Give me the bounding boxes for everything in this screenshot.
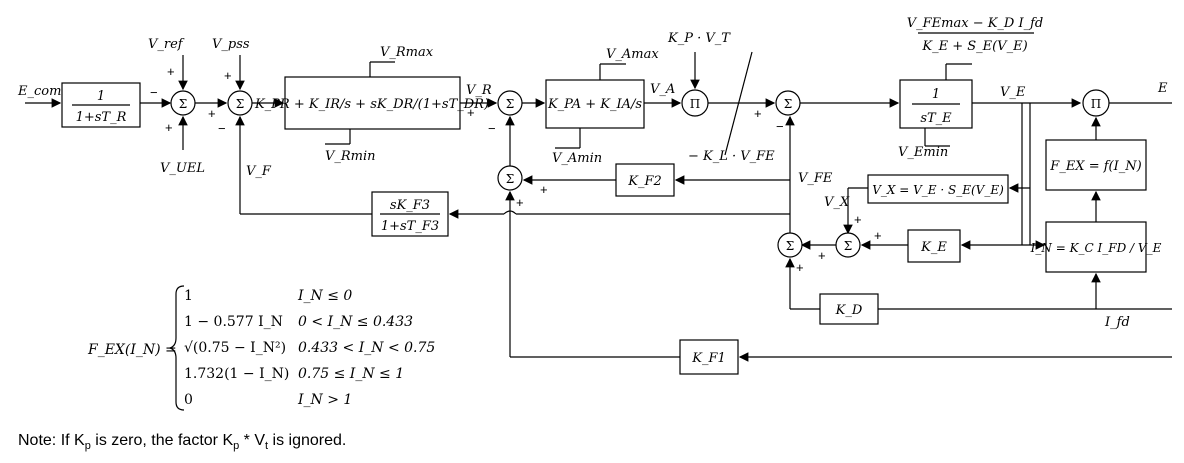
svg-text:+: + — [467, 105, 475, 120]
svg-text:√(0.75 − I_N²): √(0.75 − I_N²) — [184, 340, 286, 356]
svg-text:+: + — [874, 228, 882, 243]
summer-3: Σ — [497, 90, 523, 116]
summer-7: Σ — [497, 165, 523, 191]
svg-text:+: + — [224, 68, 232, 83]
vemax-expression: V_FEmax − K_D I_fd K_E + S_E(V_E) — [907, 16, 1044, 54]
transducer-num: 1 — [97, 89, 105, 104]
v-ref-label: V_ref — [148, 37, 185, 52]
svg-text:+: + — [165, 120, 173, 135]
svg-text:sT_E: sT_E — [920, 111, 952, 126]
svg-text:−: − — [218, 121, 226, 136]
multiplier-2: Π — [1082, 89, 1110, 117]
svg-text:K_F1: K_F1 — [691, 351, 726, 366]
block-diagram: E_comp 1 1+sT_R − Σ V_ref + V_UEL + + Σ … — [17, 16, 1172, 411]
summer-1: Σ — [170, 90, 196, 116]
pid-block: K_PR + K_IR/s + sK_DR/(1+sT_DR) — [254, 61, 489, 145]
piecewise-function: F_EX(I_N) = 1 I_N ≤ 0 1 − 0.577 I_N 0 < … — [87, 285, 435, 411]
multiplier-1: Π — [681, 89, 709, 117]
svg-text:+: + — [796, 260, 804, 275]
svg-text:1: 1 — [184, 288, 193, 304]
svg-text:0 < I_N ≤ 0.433: 0 < I_N ≤ 0.433 — [298, 314, 413, 330]
svg-text:I_N = K_C I_FD / V_E: I_N = K_C I_FD / V_E — [1030, 241, 1162, 255]
v-x-label: V_X — [824, 195, 850, 210]
svg-text:0: 0 — [184, 392, 193, 408]
kl-vfe-label: − K_L · V_FE — [688, 149, 775, 164]
svg-text:Σ: Σ — [236, 97, 244, 111]
kf2-block: K_F2 — [615, 163, 675, 197]
svg-text:−: − — [776, 119, 784, 134]
svg-text:−: − — [488, 121, 496, 136]
svg-text:K_E + S_E(V_E): K_E + S_E(V_E) — [921, 39, 1027, 54]
pi-expr: K_PA + K_IA/s — [547, 97, 642, 112]
summer-6: Σ — [835, 232, 861, 258]
svg-text:Σ: Σ — [786, 239, 794, 253]
svg-text:1+sT_F3: 1+sT_F3 — [381, 219, 439, 234]
v-fe-label: V_FE — [798, 171, 833, 186]
v-r-label: V_R — [466, 83, 492, 98]
svg-text:+: + — [167, 64, 175, 79]
kd-block: K_D — [819, 293, 879, 325]
svg-text:+: + — [540, 182, 548, 197]
e-fd-label: E — [1157, 81, 1168, 96]
v-e-label: V_E — [1000, 85, 1026, 100]
transducer-den: 1+sT_R — [76, 110, 127, 125]
svg-text:Σ: Σ — [784, 97, 792, 111]
svg-text:1: 1 — [932, 87, 940, 102]
in-block: I_N = K_C I_FD / V_E — [1030, 221, 1162, 273]
svg-text:I_N ≤ 0: I_N ≤ 0 — [297, 288, 352, 304]
v-f-label: V_F — [246, 164, 272, 179]
svg-text:K_D: K_D — [835, 303, 863, 318]
svg-text:1 − 0.577 I_N: 1 − 0.577 I_N — [184, 314, 283, 330]
minus-sign: − — [150, 85, 158, 100]
svg-text:Σ: Σ — [506, 97, 514, 111]
v-amax-label: V_Amax — [606, 47, 659, 62]
svg-text:Σ: Σ — [506, 172, 514, 186]
vx-block: V_X = V_E · S_E(V_E) — [867, 174, 1009, 204]
svg-text:F_EX = f(I_N): F_EX = f(I_N) — [1049, 159, 1141, 174]
footnote: Note: If Kp is zero, the factor Kp * Vt … — [18, 432, 347, 453]
kf3-block: sK_F3 1+sT_F3 — [371, 191, 449, 237]
svg-text:K_E: K_E — [920, 240, 947, 255]
v-uel-label: V_UEL — [160, 161, 205, 176]
pid-expr: K_PR + K_IR/s + sK_DR/(1+sT_DR) — [254, 97, 489, 112]
svg-text:+: + — [754, 106, 762, 121]
summer-5: Σ — [777, 232, 803, 258]
sigma-1: Σ — [179, 97, 187, 111]
svg-text:I_N > 1: I_N > 1 — [297, 392, 352, 408]
i-fd-label: I_fd — [1104, 315, 1130, 330]
summer-2: Σ — [227, 90, 253, 116]
v-a-label: V_A — [650, 82, 675, 97]
svg-text:V_FEmax − K_D I_fd: V_FEmax − K_D I_fd — [907, 16, 1044, 31]
svg-text:K_F2: K_F2 — [627, 174, 662, 189]
v-rmax-label: V_Rmax — [380, 45, 434, 60]
ke-block: K_E — [907, 229, 961, 263]
pi-block: K_PA + K_IA/s — [545, 63, 645, 149]
kf1-block: K_F1 — [679, 339, 739, 375]
v-rmin-label: V_Rmin — [325, 149, 376, 164]
integrator-block: 1 sT_E — [899, 63, 973, 147]
svg-text:1.732(1 − I_N): 1.732(1 − I_N) — [184, 366, 289, 382]
svg-text:0.433 < I_N < 0.75: 0.433 < I_N < 0.75 — [298, 340, 435, 356]
summer-4: Σ — [775, 90, 801, 116]
kp-vt-label: K_P · V_T — [667, 31, 731, 46]
svg-text:Π: Π — [1091, 97, 1101, 111]
svg-text:sK_F3: sK_F3 — [390, 198, 430, 213]
v-emin-label: V_Emin — [898, 145, 948, 160]
svg-text:+: + — [818, 248, 826, 263]
svg-text:0.75 ≤ I_N ≤ 1: 0.75 ≤ I_N ≤ 1 — [298, 366, 404, 382]
e-comp-label: E_comp — [17, 84, 70, 99]
svg-text:V_X = V_E · S_E(V_E): V_X = V_E · S_E(V_E) — [872, 183, 1004, 197]
svg-text:+: + — [516, 195, 524, 210]
fex-block: F_EX = f(I_N) — [1045, 139, 1147, 191]
svg-text:F_EX(I_N) =: F_EX(I_N) = — [87, 342, 177, 358]
svg-text:Σ: Σ — [844, 239, 852, 253]
transducer-block: 1 1+sT_R — [61, 82, 141, 128]
svg-text:+: + — [854, 212, 862, 227]
v-amin-label: V_Amin — [552, 151, 602, 166]
svg-text:+: + — [208, 106, 216, 121]
v-pss-label: V_pss — [212, 37, 250, 52]
svg-text:Π: Π — [690, 97, 700, 111]
